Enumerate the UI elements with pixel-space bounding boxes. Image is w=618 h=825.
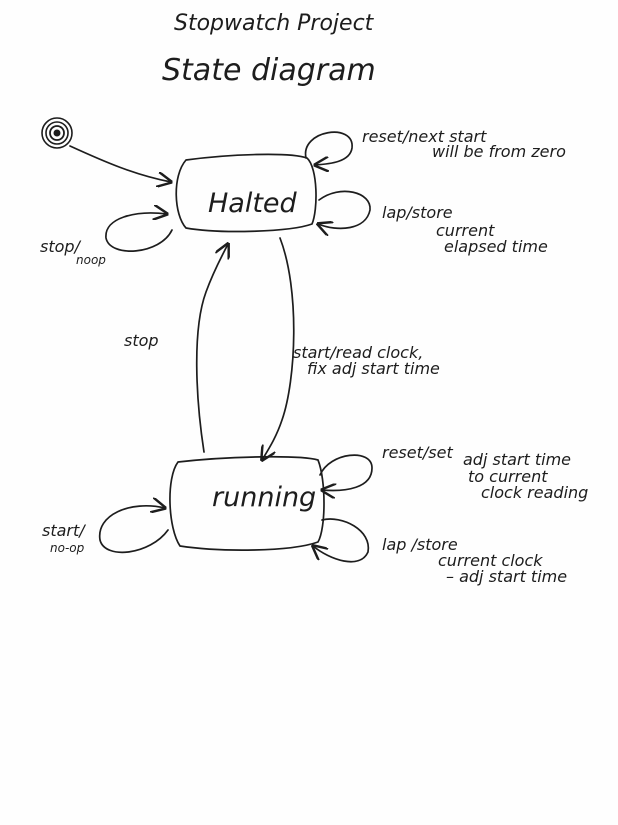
running-reset-label-4: clock reading [481,483,588,502]
halted-lap-label-1: lap/store [382,203,453,222]
stop-transition-arrow [195,244,228,453]
running-lap-label-1: lap /store [382,535,458,554]
halted-lap-label-3: elapsed time [444,237,548,256]
state-running-box [169,455,325,551]
initial-transition-arrow [69,145,171,182]
title-line-1: Stopwatch Project [174,11,375,36]
running-reset-label-1: reset/set [382,443,453,462]
halted-reset-label-1: reset/next start [362,127,487,146]
running-start-loop [99,506,169,554]
running-reset-label-2: adj start time [463,450,571,469]
halted-stop-label-2: noop [76,253,106,267]
halted-lap-label-2: current [436,221,495,240]
initial-state-marker [41,117,73,149]
start-transition-arrow [262,237,295,460]
state-halted-box [175,153,317,233]
running-reset-label-3: to current [468,467,548,486]
title-line-2: State diagram [162,53,376,88]
running-start-label-1: start/ [42,521,86,540]
halted-lap-loop [318,190,371,228]
halted-reset-loop [304,131,353,165]
running-start-label-2: no-op [50,541,85,555]
stop-transition-label: stop [124,331,159,350]
running-reset-loop [319,454,373,490]
state-running-label: running [212,482,316,513]
halted-stop-loop [105,213,173,252]
running-lap-label-3: – adj start time [446,567,567,586]
start-transition-label-1: start/read clock, [293,343,423,362]
halted-reset-label-2: will be from zero [432,142,566,161]
halted-stop-label-1: stop/ [40,237,82,256]
state-halted-label: Halted [208,188,298,219]
running-lap-label-2: current clock [438,551,543,570]
start-transition-label-2: fix adj start time [307,359,440,378]
running-lap-loop [313,518,369,563]
